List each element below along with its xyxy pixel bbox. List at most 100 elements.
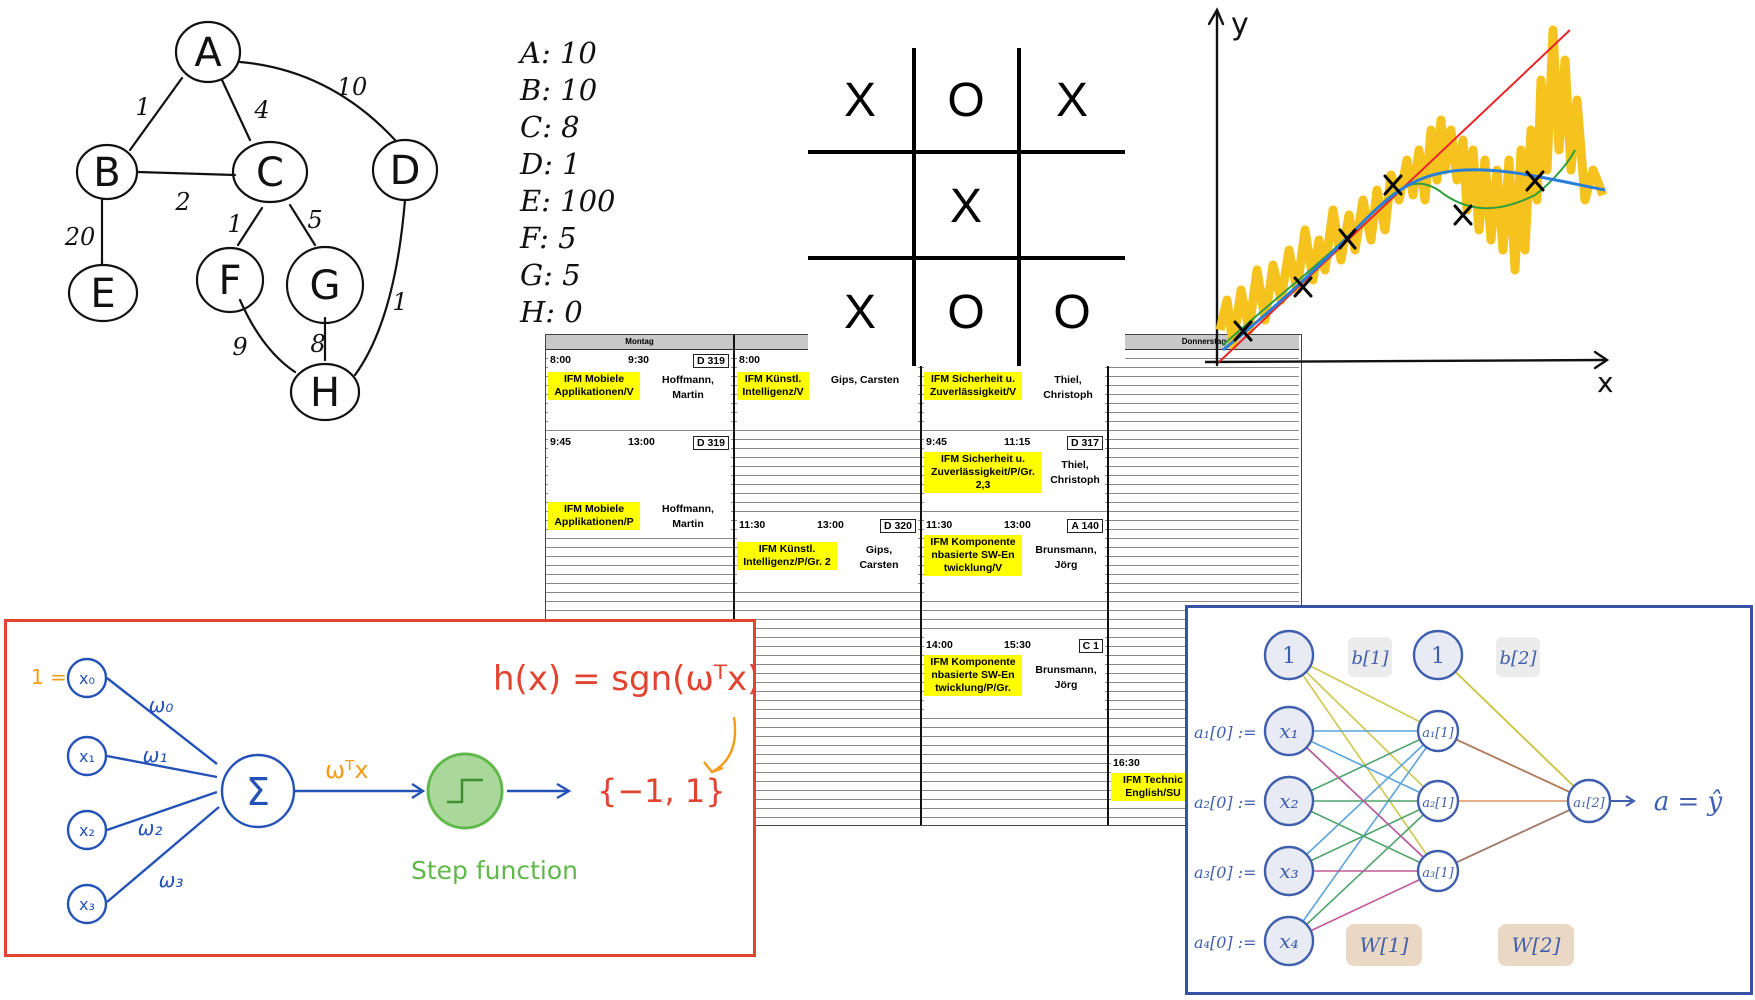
- ttt-cell[interactable]: X: [1055, 73, 1088, 127]
- input-node: [1263, 705, 1315, 757]
- timetable-grid: [735, 350, 920, 825]
- node-d-circle: [371, 138, 439, 202]
- formula-arrow: [711, 716, 737, 774]
- ttt-cell[interactable]: X: [843, 285, 876, 339]
- block-start-time: 16:30: [1113, 757, 1140, 769]
- block-room: D 319: [692, 436, 729, 450]
- sum-output-label: ωᵀx: [325, 756, 369, 784]
- heuristic-item: D: 1: [520, 147, 581, 181]
- block-end-time: 13:00: [628, 436, 655, 448]
- input-assign-label: a₄[0] :=: [1194, 933, 1257, 952]
- node-a-circle: [174, 20, 242, 84]
- ttt-cell[interactable]: [1020, 154, 1124, 258]
- x-axis: [1203, 358, 1607, 364]
- tictactoe-board: X O X X X O O: [808, 48, 1125, 366]
- edge-weight-c-f: 1: [227, 210, 242, 238]
- timetable-column-3: IFM Sicherheit u. Zuverlässigkeit/V Thie…: [922, 335, 1109, 825]
- edge-x2-sum: [106, 790, 218, 832]
- hidden-node-label: a₂[1]: [1422, 796, 1454, 811]
- input-node-label: x₄: [1279, 929, 1298, 953]
- block-course: IFM Künstl. Intelligenz/V: [737, 372, 809, 400]
- input-label: x₀: [79, 669, 95, 688]
- ttt-cell[interactable]: X: [843, 73, 876, 127]
- perceptron-svg: x₀ x₁ x₂ x₃ Σ ω₀ ω₁ ω₂ ω₃ 1 = ωᵀx h(x) =…: [31, 657, 760, 925]
- edge-c-g: [288, 203, 317, 247]
- input-node: [1263, 775, 1315, 827]
- weight-tag: [1346, 924, 1422, 966]
- input-node-label: x₁: [1279, 719, 1298, 743]
- bias-label: b[1]: [1351, 648, 1389, 669]
- block-room: D 317: [1066, 436, 1103, 450]
- heuristic-item: C: 8: [520, 110, 580, 144]
- block-course: IFM Mobiele Applikationen/P: [548, 502, 640, 530]
- step-node: [426, 752, 504, 830]
- block-teacher: Gips, Carsten: [830, 374, 900, 386]
- x-axis-label: x: [1597, 366, 1614, 399]
- bias-label: b[2]: [1499, 648, 1537, 669]
- arrow-head: [411, 782, 426, 800]
- block-teacher: Gips, Carsten: [859, 544, 899, 571]
- block-teacher: Hoffmann, Martin: [662, 503, 714, 530]
- edge-c-f: [236, 206, 264, 247]
- ttt-cell[interactable]: [808, 154, 912, 258]
- ttt-cell[interactable]: O: [947, 73, 985, 127]
- block-end-time: 15:30: [1004, 639, 1031, 651]
- timetable-header: Montag: [546, 335, 733, 350]
- node-c-label: C: [256, 150, 284, 196]
- input-node: [1263, 845, 1315, 897]
- edge-weight-d-h: 1: [392, 288, 407, 316]
- heuristic-item: B: 10: [520, 73, 598, 107]
- edge-b-c: [136, 170, 237, 177]
- node-f-label: F: [218, 258, 241, 304]
- block-course: IFM Künstl. Intelligenz/P/Gr. 2: [737, 542, 837, 570]
- hidden-node-label: a₁[1]: [1422, 726, 1454, 741]
- output-equation: a = ŷ: [1654, 787, 1723, 817]
- input-assign-label: a₂[0] :=: [1194, 793, 1257, 812]
- sum-node: [220, 753, 296, 829]
- input-assign-label: a₁[0] :=: [1194, 723, 1257, 742]
- y-axis-arrow: [1207, 7, 1225, 26]
- heuristic-item: E: 100: [520, 184, 616, 218]
- ttt-cell[interactable]: X: [949, 179, 982, 233]
- node-b-circle: [75, 143, 139, 201]
- edge-x3-sum: [106, 806, 220, 903]
- output-node: [1566, 778, 1612, 824]
- hidden-node: [1416, 709, 1460, 753]
- block-start-time: 11:30: [739, 519, 766, 531]
- block-end-time: 13:00: [1004, 519, 1031, 531]
- input-node-label: x₂: [1279, 789, 1298, 813]
- input-node-label: x₃: [1279, 859, 1298, 883]
- node-a-label: A: [194, 30, 222, 76]
- input-node: [1263, 915, 1315, 967]
- block-end-time: 13:00: [817, 519, 844, 531]
- heuristic-list: A: 10 B: 10 C: 8 D: 1 E: 100 F: 5 G: 5 H…: [520, 35, 640, 331]
- bias-label: 1 =: [31, 665, 67, 689]
- smooth-fit-curve: [1222, 168, 1606, 352]
- node-h-label: H: [310, 370, 340, 416]
- block-course: IFM Komponente nbasierte SW-En twicklung…: [924, 655, 1022, 696]
- node-h-circle: [289, 362, 361, 422]
- weight-label: ω₀: [149, 693, 174, 717]
- edge-a-b: [128, 76, 184, 152]
- ttt-cell[interactable]: O: [947, 285, 985, 339]
- block-teacher: Brunsmann, Jörg: [1035, 664, 1097, 691]
- bias-tag: [1496, 637, 1540, 677]
- input-node-x3: [66, 883, 108, 925]
- hidden-node-label: a₃[1]: [1422, 866, 1454, 881]
- block-teacher: Thiel, Christoph: [1043, 374, 1093, 401]
- step-function-label: Step function: [411, 856, 578, 885]
- weight-label: W[1]: [1360, 933, 1409, 957]
- step-icon: [447, 778, 483, 804]
- input-label: x₁: [79, 747, 95, 766]
- heuristic-item: A: 10: [520, 36, 597, 70]
- ttt-cell[interactable]: O: [1053, 285, 1091, 339]
- edge-x0-sum: [106, 677, 218, 765]
- output-set: {−1, 1}: [597, 772, 726, 810]
